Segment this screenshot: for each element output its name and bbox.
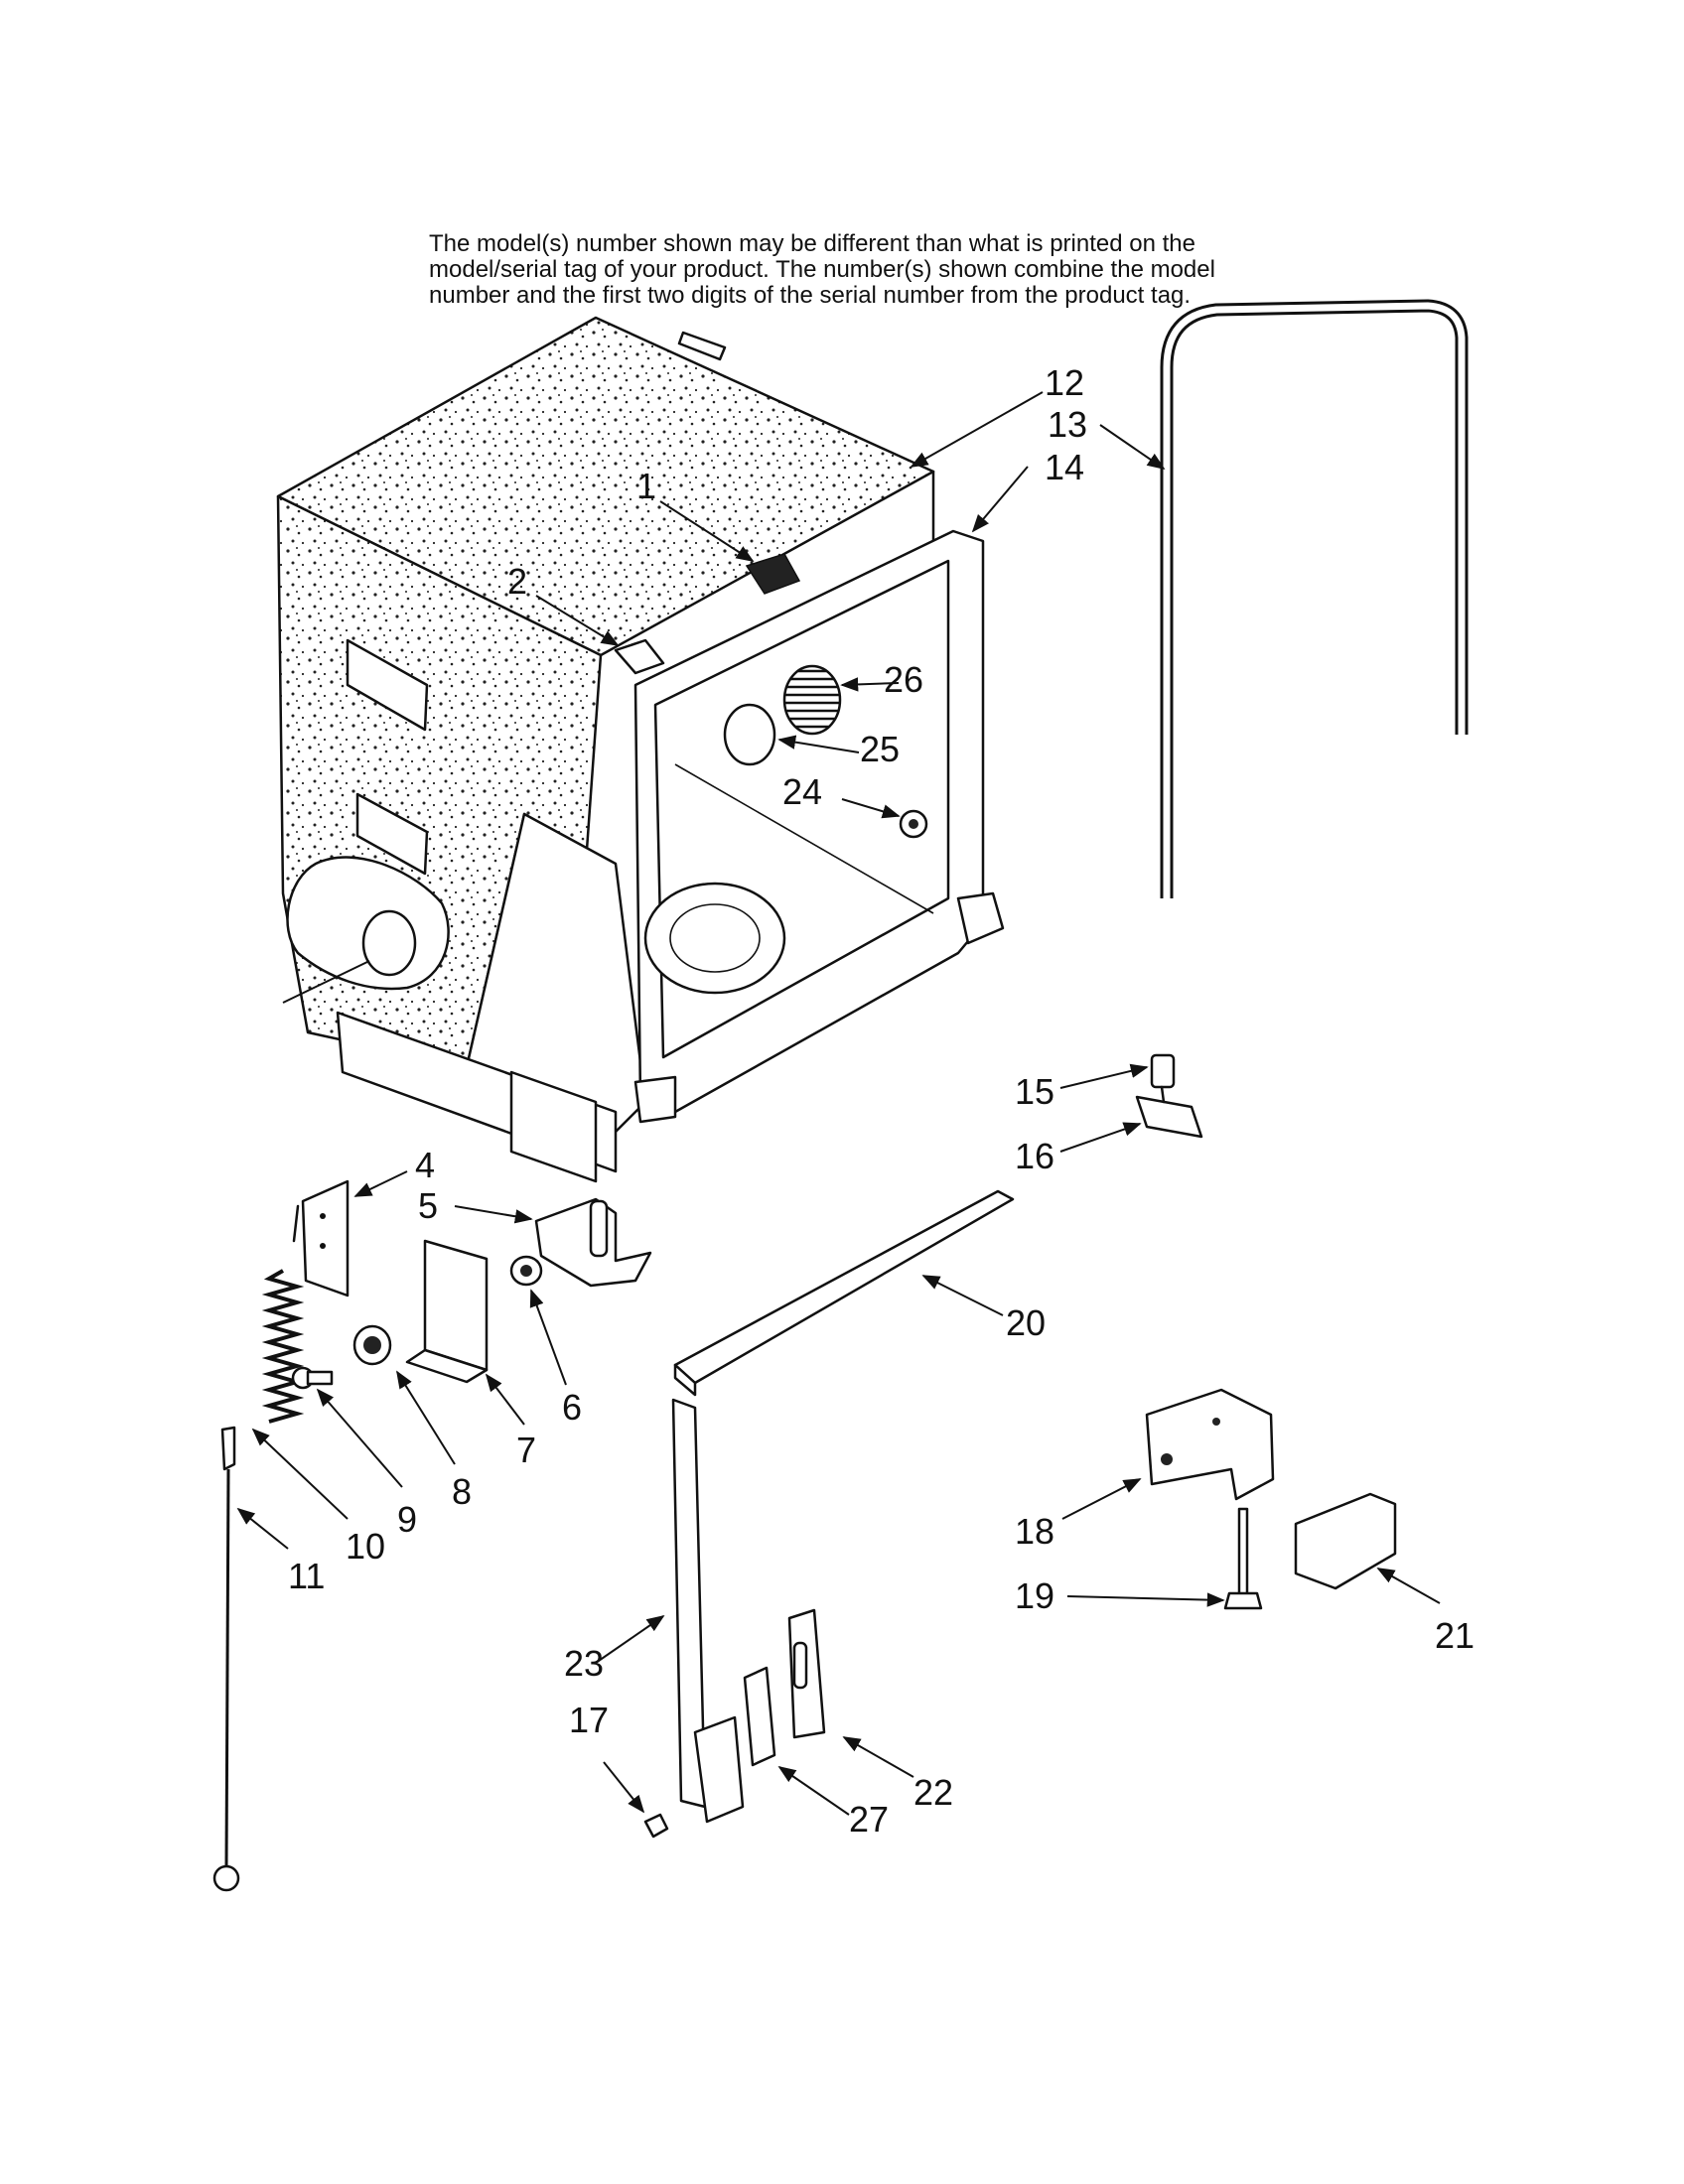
- note-line-3: number and the first two digits of the s…: [429, 282, 1191, 309]
- part-7-foot: [405, 1348, 489, 1384]
- callout-11: 11: [288, 1556, 325, 1596]
- callout-4: 4: [415, 1145, 435, 1185]
- side-vent-upper: [346, 638, 429, 732]
- callout-14: 14: [1045, 447, 1084, 487]
- part-11-cable-end: [212, 1864, 240, 1892]
- part-4-plate: [301, 1179, 350, 1297]
- callout-8: 8: [452, 1471, 472, 1512]
- callout-21: 21: [1435, 1615, 1474, 1656]
- part-20-rail-end: [673, 1363, 697, 1397]
- callout-23: 23: [564, 1643, 604, 1684]
- part-13-door-gasket: [1160, 299, 1469, 898]
- tub-inner-floor-edge: [674, 763, 934, 914]
- part-7-plate: [423, 1239, 489, 1372]
- note-line-1: The model(s) number shown may be differe…: [429, 230, 1195, 257]
- parts-4-10-11-link: [212, 1179, 350, 1892]
- tub-foot-right: [956, 891, 1005, 945]
- part-27-block: [693, 1715, 745, 1824]
- part-17-screw: [643, 1813, 669, 1839]
- part-19-bolt: [1237, 1507, 1249, 1600]
- side-vent-lower: [355, 792, 429, 876]
- tub-foot-left: [633, 1075, 677, 1124]
- part-10-spring: [261, 1269, 305, 1424]
- callout-1: 1: [636, 466, 656, 506]
- callout-12: 12: [1045, 362, 1084, 403]
- part-11-clip: [220, 1426, 236, 1471]
- part-27-block-b: [743, 1666, 776, 1767]
- inlet-leader: [282, 960, 370, 1004]
- part-22-slot: [792, 1641, 808, 1690]
- callout-5: 5: [418, 1185, 438, 1226]
- model-note: The model(s) number shown may be differe…: [429, 230, 1215, 309]
- part-5-slot: [589, 1199, 609, 1258]
- part-2-clip: [614, 638, 665, 675]
- callout-25: 25: [860, 729, 900, 769]
- tub-sump: [643, 882, 786, 995]
- callout-7: 7: [516, 1430, 536, 1470]
- part-25-gasket: [723, 703, 776, 766]
- part-16-bracket: [1135, 1095, 1203, 1139]
- callout-13: 13: [1048, 404, 1087, 445]
- part-13-gasket-inner: [1163, 302, 1466, 898]
- part-8-roller-hub: [363, 1336, 381, 1354]
- leader-lines: [236, 391, 1441, 1816]
- part-15-stem: [1160, 1085, 1166, 1104]
- tub-assembly: [276, 316, 1005, 1183]
- tub-sump-inner: [669, 903, 761, 973]
- callout-18: 18: [1015, 1511, 1054, 1552]
- part-26-vent-grille: [782, 664, 842, 736]
- part-18-bracket: [1145, 1388, 1275, 1501]
- part-21-cover: [1294, 1492, 1397, 1590]
- parts-15-16-bracket: [1135, 1053, 1203, 1139]
- callout-15: 15: [1015, 1071, 1054, 1112]
- part-15-knob: [1150, 1053, 1176, 1089]
- top-vent-slot: [677, 331, 727, 361]
- fill-inlet-hole: [361, 909, 417, 977]
- callout-9: 9: [397, 1499, 417, 1540]
- callout-6: 6: [562, 1387, 582, 1428]
- callout-2: 2: [507, 561, 527, 602]
- part-9-pin-shaft: [306, 1370, 334, 1386]
- part-24-fitting-center: [909, 819, 918, 829]
- callout-22: 22: [913, 1772, 953, 1813]
- callout-27: 27: [849, 1799, 889, 1840]
- part-1-clip: [745, 553, 801, 595]
- part-6-nut-hole: [520, 1265, 532, 1277]
- callout-labels: 1 2 4 5 6 7 8 9 10 11 12 13 14 15 16 17 …: [288, 362, 1474, 1840]
- tub-base-bracket: [509, 1070, 598, 1183]
- callout-16: 16: [1015, 1136, 1054, 1176]
- part-4-hook: [292, 1204, 300, 1243]
- note-line-2: model/serial tag of your product. The nu…: [429, 256, 1215, 283]
- callout-19: 19: [1015, 1575, 1054, 1616]
- callout-24: 24: [782, 771, 822, 812]
- callout-26: 26: [884, 659, 923, 700]
- callout-10: 10: [346, 1526, 385, 1567]
- callout-17: 17: [569, 1700, 609, 1740]
- part-20-rail: [673, 1189, 1015, 1385]
- part-19-bolt-head: [1223, 1591, 1263, 1610]
- part-11-cable: [224, 1468, 230, 1867]
- callout-20: 20: [1006, 1302, 1046, 1343]
